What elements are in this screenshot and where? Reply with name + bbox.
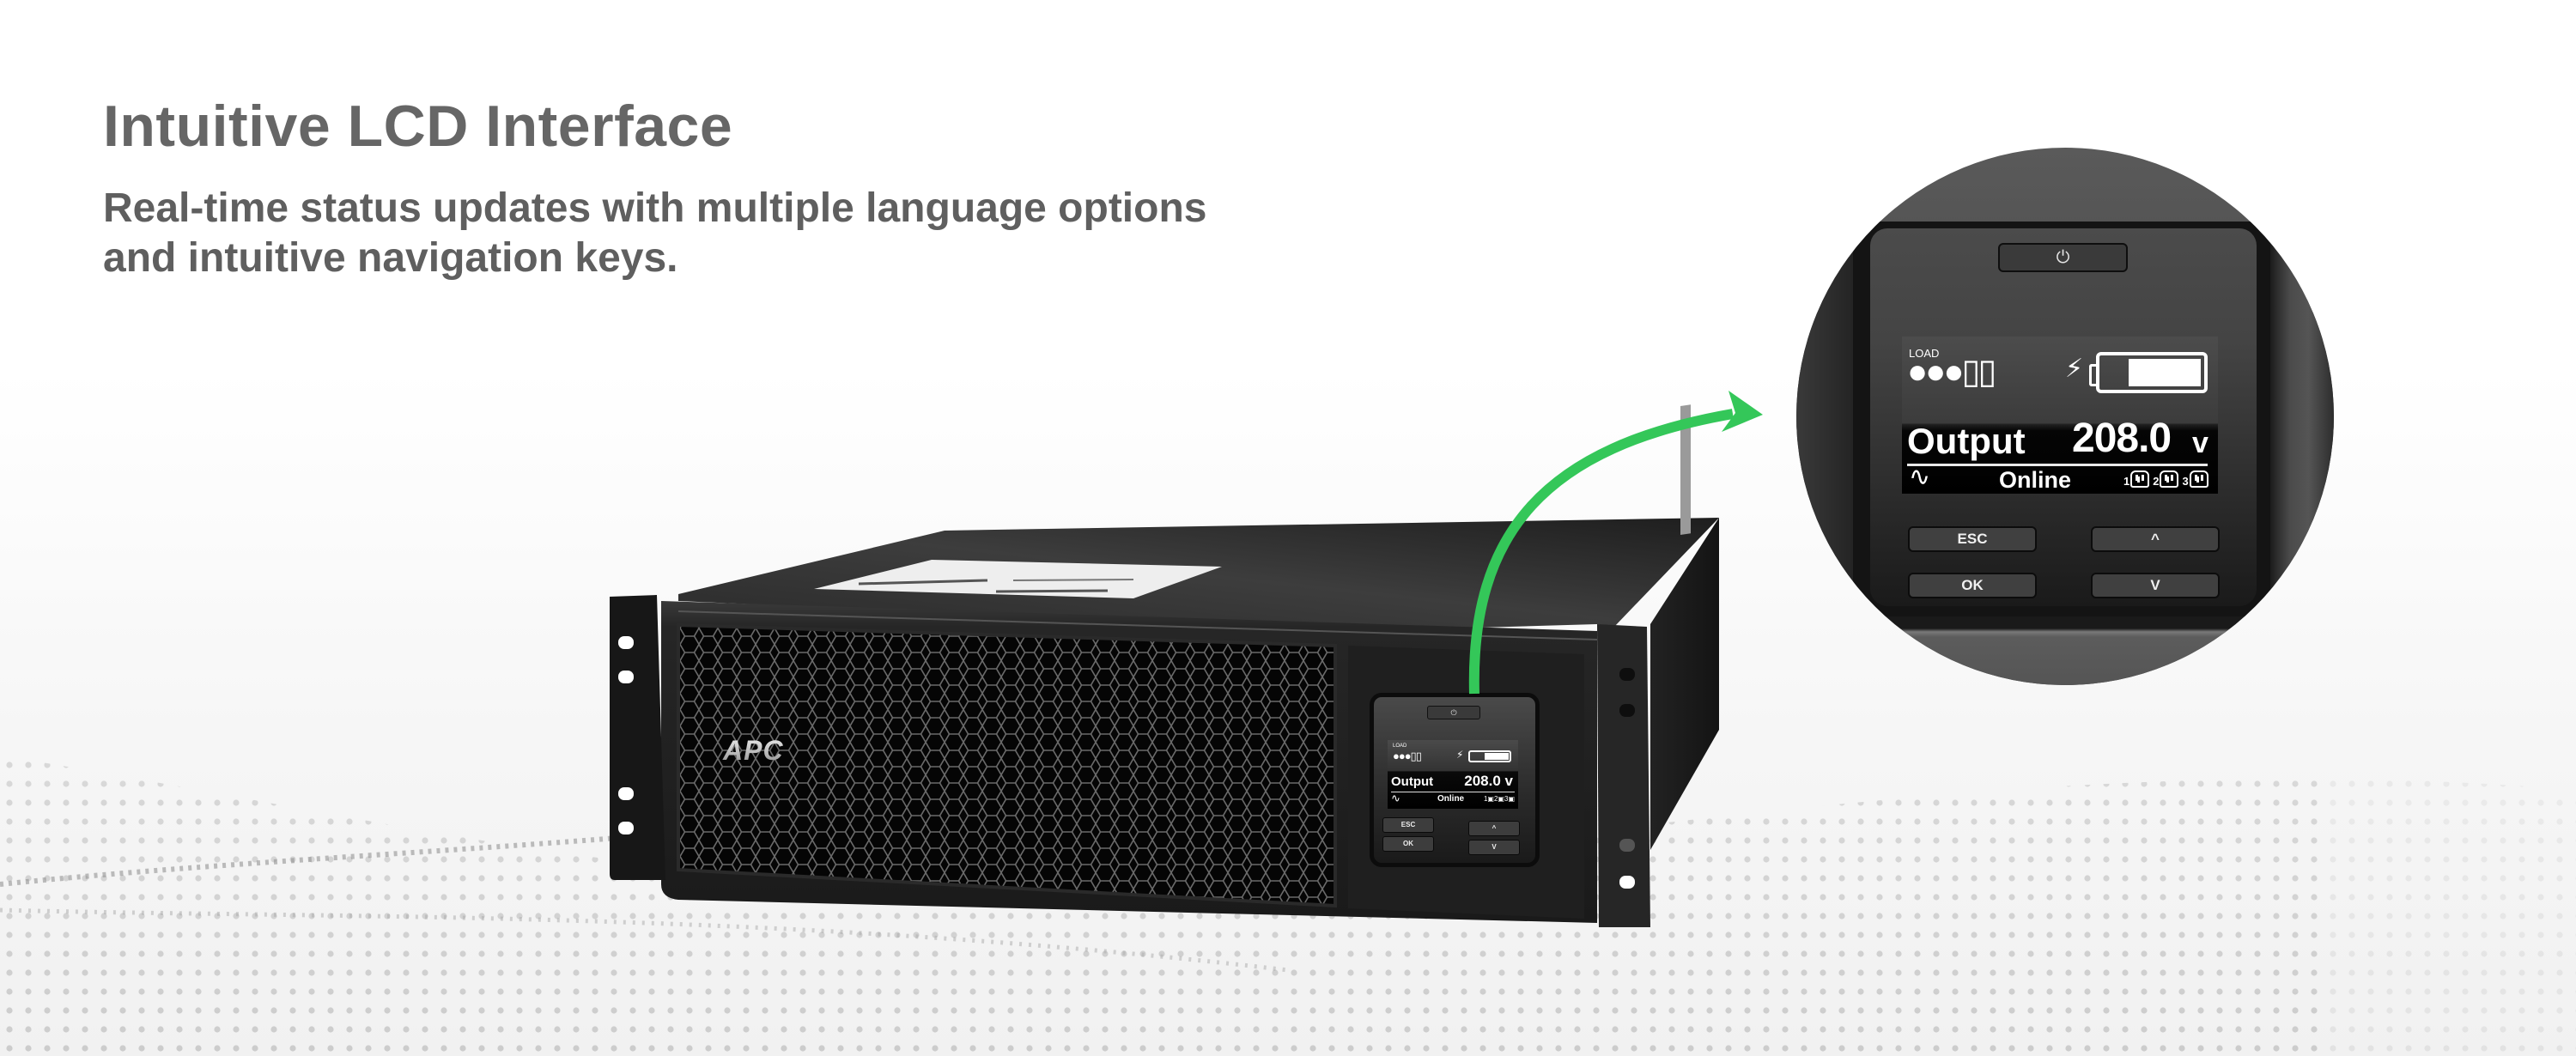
output-unit: v [2192,427,2208,459]
subtitle-line-2: and intuitive navigation keys. [103,235,678,281]
output-value: 208.0 [2072,416,2172,461]
device-up-button[interactable]: ^ [1468,821,1520,836]
subtitle-line-1: Real-time status updates with multiple l… [103,185,1207,231]
output-label: Output [1907,421,2026,461]
outlet-group-icons: 1▣2▣3▣ [1483,795,1515,803]
load-bars-icon: ●●●▯▯ [1907,353,1997,391]
page-title: Intuitive LCD Interface [103,94,733,159]
outlet-group-1: 1 [2123,470,2150,488]
bezel-bottom [1796,616,2334,685]
outlet-icon [2130,470,2150,488]
device-ok-button[interactable]: OK [1382,836,1434,852]
charging-bolt-icon: ⚡ [2065,355,2084,383]
lcd-zoom-callout: ⏻ LOAD ●●●▯▯ ⚡ Output 208.0 v ∿ Online 1… [1796,148,2334,685]
charging-bolt-icon: ⚡ [1456,749,1464,761]
outlet-group-2: 2 [2153,470,2179,488]
bezel-left [1796,222,1853,685]
outlet-icon [2189,470,2208,488]
device-lcd-screen: LOAD ●●●▯▯ ⚡ Output 208.0 v ∿ Online 1▣2… [1388,740,1518,809]
load-label: LOAD [1393,743,1407,749]
device-down-button[interactable]: V [1468,840,1520,855]
device-esc-button[interactable]: ESC [1382,817,1434,833]
load-label: LOAD [1909,347,1940,360]
battery-level [2129,359,2201,386]
outlet-icon [2160,470,2179,488]
up-button[interactable]: ^ [2091,526,2220,552]
output-label: Output [1391,774,1434,789]
down-button[interactable]: V [2091,573,2220,598]
lcd-divider [1907,464,2208,466]
svg-text:APC: APC [722,735,784,766]
ok-button[interactable]: OK [1908,573,2037,598]
load-bars-icon: ●●●▯▯ [1393,750,1422,762]
sine-wave-icon: ∿ [1391,792,1400,804]
status-text: Online [1437,794,1465,804]
bezel-right [2270,222,2334,685]
esc-button[interactable]: ESC [1908,526,2037,552]
battery-icon [2089,352,2208,393]
device-power-button[interactable]: ⏻ [1427,706,1480,719]
lcd-screen: LOAD ●●●▯▯ ⚡ Output 208.0 v ∿ Online 1 2… [1902,337,2218,494]
status-text: Online [1999,467,2072,493]
outlet-group-3: 3 [2182,470,2208,488]
output-voltage: 208.0 v [1464,773,1513,789]
page-subtitle: Real-time status updates with multiple l… [103,184,1391,283]
power-icon: ⏻ [2056,248,2070,267]
battery-icon [1468,750,1511,762]
sine-wave-icon: ∿ [1909,463,1931,491]
power-button[interactable]: ⏻ [1998,243,2128,272]
power-icon: ⏻ [1450,708,1457,717]
outlet-groups: 1 2 3 [2123,470,2208,488]
device-front-panel: ⏻ LOAD ●●●▯▯ ⚡ Output 208.0 v ∿ Online 1… [1370,693,1540,867]
